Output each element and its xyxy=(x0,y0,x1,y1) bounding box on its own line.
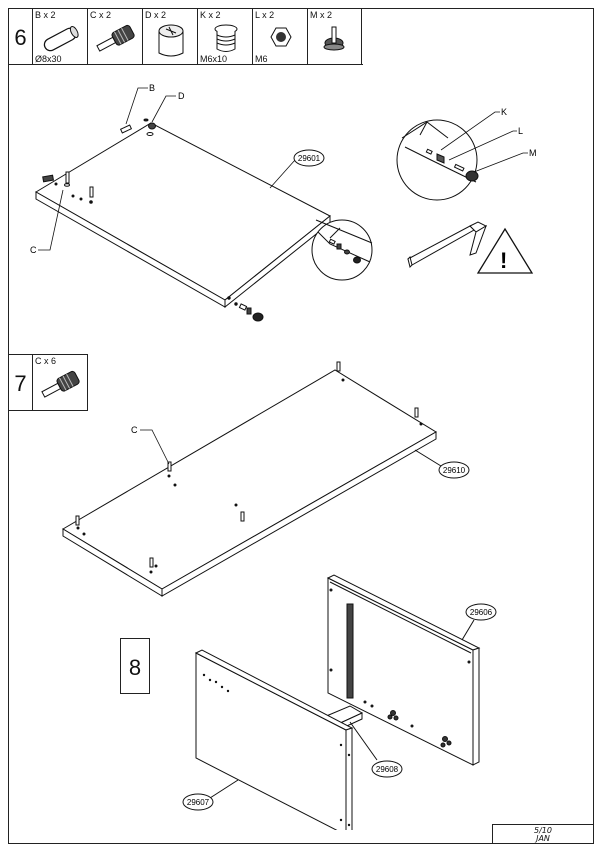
step7-number: 7 xyxy=(14,371,27,396)
callout-d: D xyxy=(178,91,185,101)
part-k-count: K x 2 xyxy=(200,10,221,20)
footer-box: 5/10 JAN xyxy=(492,824,594,844)
panel-29601 xyxy=(35,122,331,309)
cam-lock-icon xyxy=(158,24,184,57)
cam-bolt-icon xyxy=(96,24,135,52)
panel-label-29608: 29608 xyxy=(376,765,399,774)
step7-callout-c: C xyxy=(131,425,138,435)
insert-nut-icon xyxy=(214,24,238,52)
hex-key-icon xyxy=(407,221,488,268)
step7-part-c-count: C x 6 xyxy=(35,356,57,366)
part-b-count: B x 2 xyxy=(35,10,56,20)
panel-label-29601: 29601 xyxy=(298,154,321,163)
part-k-size: M6x10 xyxy=(200,54,228,64)
step8-number: 8 xyxy=(128,655,142,680)
knob-bolt-icon xyxy=(323,26,345,51)
callout-l: L xyxy=(518,126,523,136)
cam-bolt-icon xyxy=(41,370,80,398)
hex-nut-icon xyxy=(270,27,292,47)
warning-triangle-icon: ! xyxy=(476,227,534,274)
step6-number: 6 xyxy=(14,25,27,50)
warning-mark: ! xyxy=(500,248,507,273)
panel-29610 xyxy=(62,369,437,597)
section-divider xyxy=(8,64,363,65)
callout-k: K xyxy=(501,107,507,117)
callout-b: B xyxy=(149,83,155,93)
page-number: 5/10 xyxy=(534,826,552,835)
step8-number-cell: 8 xyxy=(120,638,150,694)
step6-diagram: B D C K L M ! 29601 xyxy=(30,83,537,322)
part-d-count: D x 2 xyxy=(145,10,167,20)
dowel-icon xyxy=(43,25,79,52)
part-b-size: Ø8x30 xyxy=(35,54,62,64)
step7-diagram: C 29610 xyxy=(62,361,470,597)
footer-name: JAN xyxy=(536,834,550,843)
callout-c: C xyxy=(30,245,37,255)
callout-m: M xyxy=(529,148,537,158)
panel-29606 xyxy=(326,574,481,766)
part-m-count: M x 2 xyxy=(310,10,333,20)
part-l-count: L x 2 xyxy=(255,10,275,20)
panel-29607 xyxy=(194,649,354,830)
part-l-size: M6 xyxy=(255,54,268,64)
step7-part-c: C x 6 xyxy=(32,354,88,411)
panel-label-29607: 29607 xyxy=(187,798,210,807)
panel-label-29610: 29610 xyxy=(443,466,466,475)
part-c-count: C x 2 xyxy=(90,10,112,20)
step6-part-c: C x 2 xyxy=(87,8,143,65)
panel-label-29606: 29606 xyxy=(470,608,493,617)
step8-diagram: 29606 29608 29607 xyxy=(182,574,497,830)
step6-part-l: L x 2 M6 xyxy=(252,8,308,65)
